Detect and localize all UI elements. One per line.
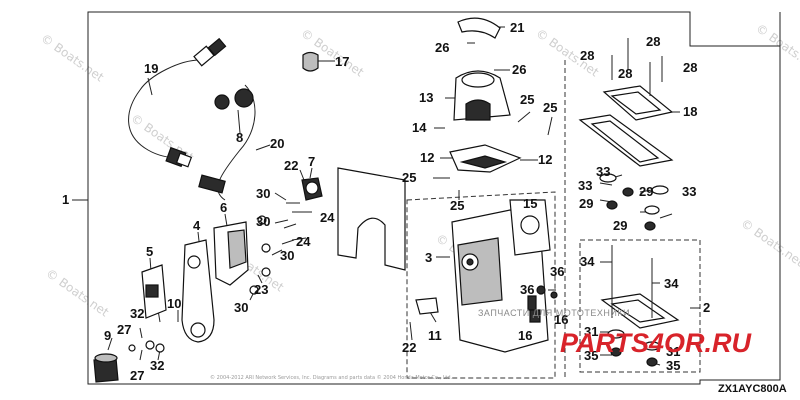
callout-label: 12 [420,150,434,165]
callout-label: 25 [520,92,534,107]
callout-label: 34 [664,276,679,291]
copyright-note: © 2004-2012 ARI Network Services, Inc. D… [210,374,453,381]
callout-label: 36 [550,264,564,279]
callout-label: 22 [402,340,416,355]
callout-label: 25 [450,198,464,213]
callout-label: 30 [234,300,248,315]
callout-label: 13 [419,90,433,105]
callout-label: 31 [584,324,598,339]
callout-label: 4 [193,218,201,233]
callout-label: 30 [280,248,294,263]
callout-label: 7 [308,154,315,169]
callout-label: 2 [703,300,710,315]
callout-label: 33 [682,184,696,199]
callout-label: 26 [435,40,449,55]
callout-label: 19 [144,61,158,76]
watermark-text: © Boats.net [738,216,800,270]
diagram-code: ZX1AYC800A [718,383,787,395]
callout-label: 21 [510,20,524,35]
callout-label: 32 [130,306,144,321]
callout-label: 32 [150,358,164,373]
watermark-text: © Boats.net [753,21,800,75]
callout-label: 22 [284,158,298,173]
callout-label: 23 [254,282,268,297]
callout-label: 20 [270,136,284,151]
callout-label: 28 [618,66,632,81]
callout-label: 16 [554,312,568,327]
callout-label: 24 [320,210,335,225]
callout-label: 35 [584,348,598,363]
callout-label: 1 [62,192,69,207]
callout-label: 6 [220,200,227,215]
callout-label: 33 [596,164,610,179]
callout-label: 27 [117,322,131,337]
callout-label: 29 [613,218,627,233]
callout-label: 29 [639,184,653,199]
callout-label: 29 [579,196,593,211]
callout-label: 31 [666,344,680,359]
callout-label: 14 [412,120,427,135]
callout-label: 30 [256,214,270,229]
callout-label: 15 [523,196,537,211]
callout-label: 5 [146,244,153,259]
callout-label: 11 [428,328,442,343]
assembly-frames [87,11,781,385]
callout-label: 35 [666,358,680,373]
callout-label: 12 [538,152,552,167]
callout-label: 28 [580,48,594,63]
callout-label: 26 [512,62,526,77]
callout-label: 8 [236,130,243,145]
callout-label: 17 [335,54,349,69]
callout-label: 30 [256,186,270,201]
brand-logo-text: PARTS4OR.RU [560,328,753,358]
callout-label: 3 [425,250,432,265]
callout-label: 18 [683,104,697,119]
callout-label: 25 [402,170,416,185]
watermark-text: © Boats.net [38,31,106,85]
callout-label: 24 [296,234,311,249]
callout-label: 16 [518,328,532,343]
part-shapes [93,17,680,383]
callout-label: 25 [543,100,557,115]
brand-logo: ЗАПЧАСТИ ДЛЯ МОТОТЕХНИКИ PARTS4OR.RU [478,308,753,358]
callout-label: 27 [130,368,144,383]
callout-label: 34 [580,254,595,269]
callout-label: 28 [646,34,660,49]
callout-label: 33 [578,178,592,193]
callout-label: 36 [520,282,534,297]
watermark-text: © Boats.net [43,266,111,320]
callout-labels: 1 2 3 4 5 6 7 8 9 10 11 12 12 13 14 15 1… [62,20,710,383]
callout-label: 9 [104,328,111,343]
brand-tagline: ЗАПЧАСТИ ДЛЯ МОТОТЕХНИКИ [478,308,630,318]
callout-label: 10 [167,296,181,311]
callout-label: 28 [683,60,697,75]
